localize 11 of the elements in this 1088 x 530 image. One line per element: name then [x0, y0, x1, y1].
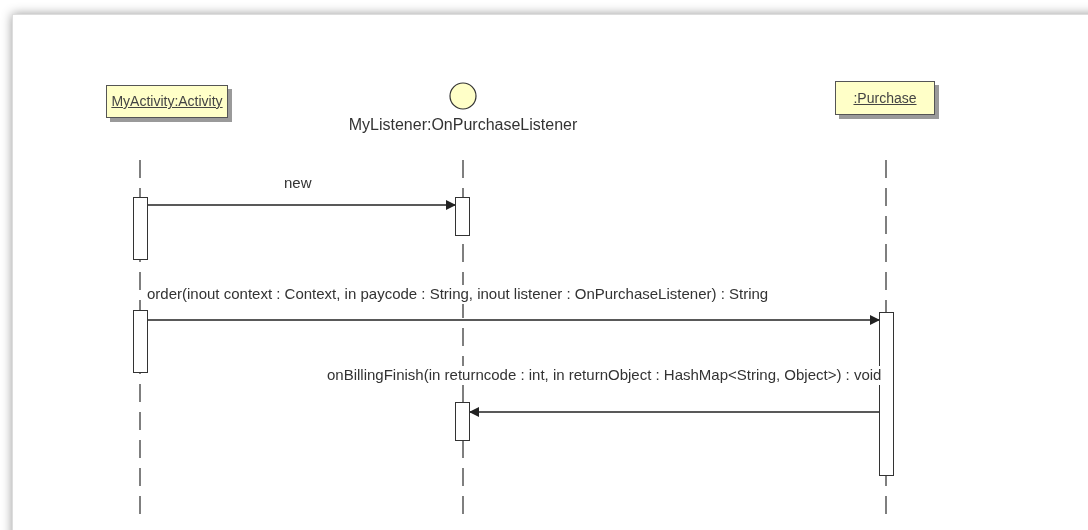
- message-arrow: [147, 315, 880, 325]
- activation-bar: [455, 402, 470, 441]
- activation-bar: [455, 197, 470, 236]
- activation-bar: [133, 310, 148, 373]
- message-arrow: [469, 407, 880, 417]
- activation-bar: [879, 312, 894, 476]
- message-arrow: [147, 200, 456, 210]
- message-label: onBillingFinish(in returncode : int, in returnObject : HashMap<String, Object>) : void: [326, 366, 883, 385]
- activation-bar: [133, 197, 148, 260]
- message-label: order(inout context : Context, in paycode : String, inout listener : OnPurchaseListener) : String: [146, 285, 770, 304]
- object-name: MyListener:OnPurchaseListener: [348, 115, 578, 135]
